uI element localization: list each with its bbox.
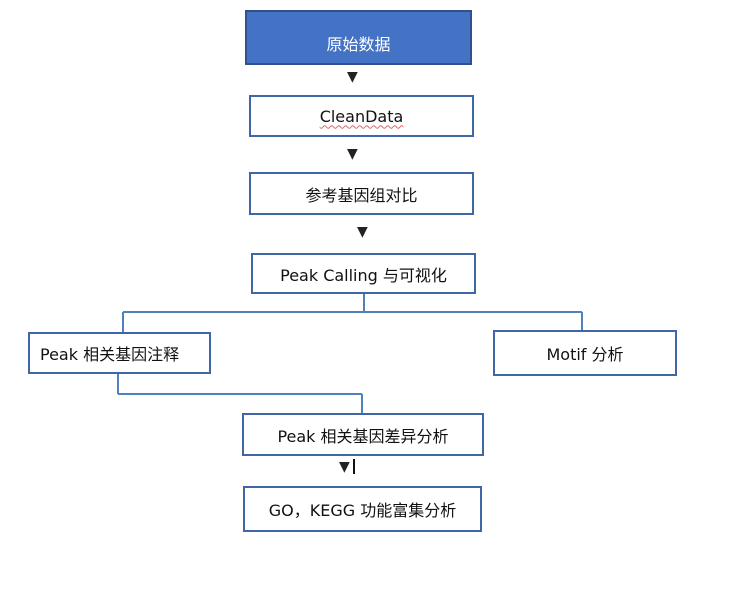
node-reference-align: 参考基因组对比 bbox=[249, 172, 474, 215]
arrow-down-icon: ▼ bbox=[339, 459, 350, 475]
node-motif-label: Motif 分析 bbox=[546, 345, 624, 364]
text-cursor-icon bbox=[353, 459, 355, 474]
arrow-down-icon: ▼ bbox=[347, 69, 358, 85]
node-go-kegg: GO，KEGG 功能富集分析 bbox=[243, 486, 482, 532]
node-peak-annotation-label: Peak 相关基因注释 bbox=[40, 345, 180, 364]
node-raw-data-label: 原始数据 bbox=[326, 35, 391, 54]
node-peak-annotation: Peak 相关基因注释 bbox=[28, 332, 211, 374]
arrow-down-icon: ▼ bbox=[347, 146, 358, 162]
node-peak-calling-label: Peak Calling 与可视化 bbox=[280, 265, 447, 285]
node-clean-data-label: CleanData bbox=[319, 106, 404, 126]
arrow-down-icon: ▼ bbox=[357, 224, 368, 240]
node-peak-calling: Peak Calling 与可视化 bbox=[251, 253, 476, 294]
node-clean-data: CleanData bbox=[249, 95, 474, 137]
node-peak-diff: Peak 相关基因差异分析 bbox=[242, 413, 484, 456]
node-motif: Motif 分析 bbox=[493, 330, 677, 376]
node-peak-diff-label: Peak 相关基因差异分析 bbox=[277, 426, 449, 446]
node-raw-data: 原始数据 bbox=[245, 10, 472, 65]
node-go-kegg-label: GO，KEGG 功能富集分析 bbox=[268, 501, 457, 520]
node-reference-align-label: 参考基因组对比 bbox=[305, 185, 418, 205]
